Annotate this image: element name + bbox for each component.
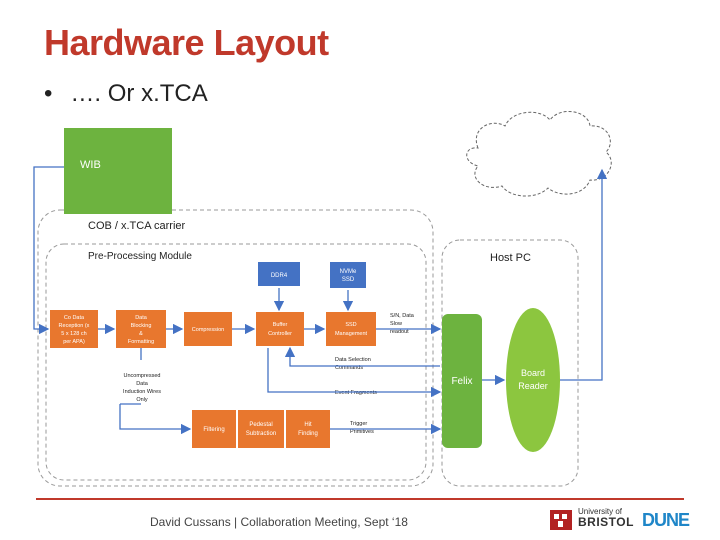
bristol-logo-icon [550, 510, 572, 530]
hit-finding-label-1: Hit [304, 422, 312, 428]
ppm-label: Pre-Processing Module [88, 251, 192, 262]
buffer-label-1: Buffer [273, 322, 288, 328]
wib-label: WIB [80, 159, 101, 171]
cob-carrier-frame [37, 209, 434, 487]
trigger-primitives-label-2: Primitives [350, 429, 374, 435]
filtering-label: Filtering [203, 427, 224, 433]
wib-box [64, 128, 172, 214]
bullet-item: • …. Or x.TCA [44, 80, 208, 108]
colddata-box [50, 310, 98, 348]
bristol-big: BRISTOL [578, 515, 634, 529]
compression-box [184, 312, 232, 346]
data-blocking-label-3: & [139, 331, 143, 337]
nvme-box [330, 262, 366, 288]
felix-label: Felix [451, 376, 472, 387]
dune-logo: DUNE [642, 510, 690, 531]
board-reader-label-2: Reader [518, 381, 548, 391]
dune-wordmark: DUNE [642, 510, 690, 530]
trigger-primitives-label-1: Trigger [350, 421, 367, 427]
event-fragments-label: Event Fragments [335, 390, 377, 396]
ddr4-box [258, 262, 300, 286]
data-blocking-box [116, 310, 166, 348]
host-pc-label: Host PC [490, 252, 531, 264]
pedestal-label-1: Pedestal [249, 422, 272, 428]
felix-box [442, 314, 482, 448]
colddata-label-2: Reception (x [59, 323, 90, 329]
colddata-label-4: per APA) [63, 339, 85, 345]
hit-finding-box [286, 410, 330, 448]
ssd-management-box [326, 312, 376, 346]
sn-data-label-2: Slow [390, 321, 402, 327]
bristol-small: University of [578, 507, 623, 516]
filtering-box [192, 410, 236, 448]
pedestal-label-2: Subtraction [246, 431, 276, 437]
nvme-label-1: NVMe [340, 269, 357, 275]
pedestal-box [238, 410, 284, 448]
host-pc-frame [441, 239, 579, 487]
sn-data-label-1: S/N, Data [390, 313, 415, 319]
cloud-icon [466, 111, 612, 197]
colddata-label-3: 5 x 128 ch [61, 331, 86, 337]
bullet-dot: • [44, 80, 53, 107]
footer-divider [36, 498, 684, 500]
ssd-label-2: Management [335, 331, 368, 337]
ssd-label-1: SSD [345, 322, 356, 328]
sn-data-label-3: readout [390, 329, 409, 335]
data-selection-label-2: Commands [335, 365, 363, 371]
uncompressed-label-2: Data [136, 381, 149, 387]
hardware-diagram: WIB COB / x.TCA carrier Pre-Processing M… [33, 111, 612, 487]
hit-finding-label-2: Finding [298, 431, 318, 437]
uncompressed-label-1: Uncompressed [124, 373, 161, 379]
colddata-label-1: Co Data [64, 315, 85, 321]
carrier-label: COB / x.TCA carrier [88, 220, 186, 232]
uncompressed-label-4: Only [136, 397, 148, 403]
connectors [33, 166, 608, 435]
data-blocking-label-4: Formatting [128, 339, 154, 345]
data-blocking-label-1: Data [135, 315, 148, 321]
nvme-label-2: SSD [342, 277, 355, 283]
data-blocking-label-2: Blocking [131, 323, 152, 329]
slide-title: Hardware Layout [44, 22, 329, 63]
buffer-label-2: Controller [268, 331, 292, 337]
compression-label: Compression [192, 327, 224, 333]
buffer-controller-box [256, 312, 304, 346]
data-selection-label-1: Data Selection [335, 357, 371, 363]
ddr4-label: DDR4 [271, 273, 288, 279]
bristol-wordmark: University of BRISTOL [578, 506, 634, 528]
bullet-text: …. Or x.TCA [70, 80, 208, 107]
board-reader-label-1: Board [521, 368, 545, 378]
ppm-frame [45, 243, 427, 481]
footer-text: David Cussans | Collaboration Meeting, S… [150, 515, 408, 529]
board-reader-ellipse [506, 308, 560, 452]
uncompressed-label-3: Induction Wires [123, 389, 161, 395]
